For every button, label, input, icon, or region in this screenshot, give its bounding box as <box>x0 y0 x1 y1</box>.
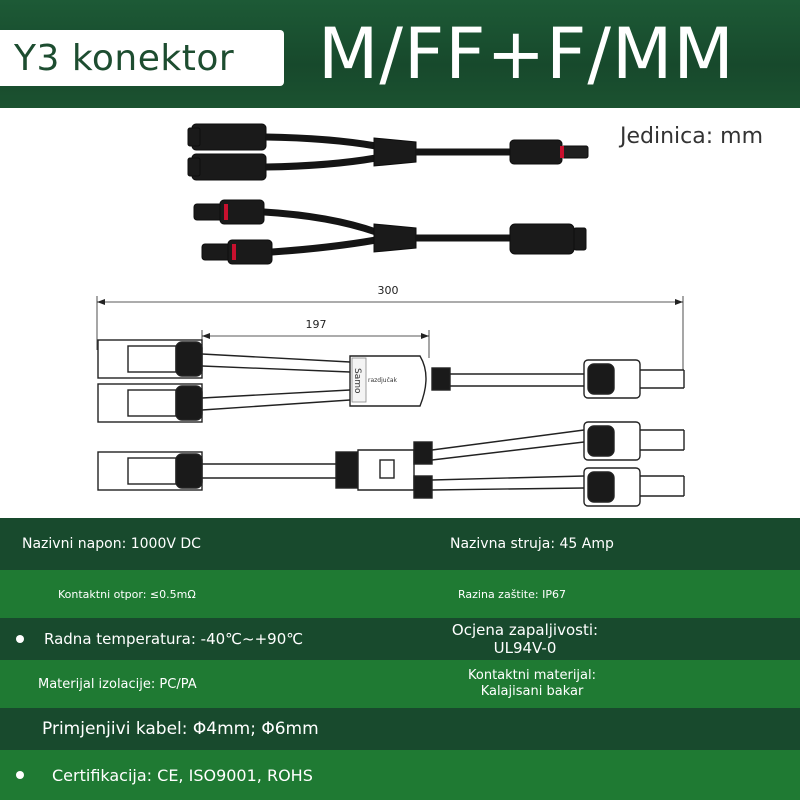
y-cable-bottom <box>193 199 587 265</box>
product-photo <box>187 123 589 265</box>
spec-applicable-cable: Primjenjivi kabel: Φ4mm; Φ6mm <box>42 719 319 739</box>
spec-row: Nazivni napon: 1000V DC Nazivna struja: … <box>0 518 800 570</box>
product-model-title: M/FF+F/MM <box>318 13 735 95</box>
spec-table: Nazivni napon: 1000V DC Nazivna struja: … <box>0 518 800 800</box>
spec-flammability-value: UL94V-0 <box>493 639 557 657</box>
dimension-inner: 197 <box>306 318 327 331</box>
y-cable-top <box>187 123 589 181</box>
spec-rated-voltage: Nazivni napon: 1000V DC <box>22 536 201 552</box>
product-section: Jedinica: mm <box>0 108 800 518</box>
drawing-top-assembly <box>97 339 685 423</box>
spec-contact-material-value: Kalajisani bakar <box>480 684 584 699</box>
unit-label: Jedinica: mm <box>620 124 763 149</box>
spec-contact-material: Kontaktni materijal: Kalajisani bakar <box>450 660 614 708</box>
product-type-label: Y3 konektor <box>0 30 284 86</box>
dimension-overall: 300 <box>378 284 399 297</box>
spec-certification: Certifikacija: CE, ISO9001, ROHS <box>52 765 313 785</box>
spec-contact-resistance: Kontaktni otpor: ≤0.5mΩ <box>58 587 196 601</box>
spec-row: Kontaktni otpor: ≤0.5mΩ Razina zaštite: … <box>0 570 800 618</box>
spec-row: Materijal izolacije: PC/PA Kontaktni mat… <box>0 660 800 708</box>
spec-operating-temperature: Radna temperatura: -40℃~+90℃ <box>44 630 304 648</box>
spec-flammability-label: Ocjena zapaljivosti: <box>451 621 599 639</box>
spec-insulation-material: Materijal izolacije: PC/PA <box>38 676 197 692</box>
spec-row: Certifikacija: CE, ISO9001, ROHS <box>0 750 800 800</box>
bullet-icon <box>16 771 24 779</box>
header-banner: Y3 konektor M/FF+F/MM <box>0 0 800 108</box>
spec-contact-material-label: Kontaktni materijal: <box>468 668 596 684</box>
drawing-part-text: razdjučak <box>368 377 398 384</box>
spec-flammability: Ocjena zapaljivosti: UL94V-0 <box>440 618 610 660</box>
technical-drawing: 300 197 Samo razdjučak <box>96 284 685 507</box>
spec-rated-current: Nazivna struja: 45 Amp <box>450 536 614 552</box>
spec-protection-rating: Razina zaštite: IP67 <box>458 587 566 601</box>
spec-row: Primjenjivi kabel: Φ4mm; Φ6mm <box>0 708 800 750</box>
drawing-brand-text: Samo <box>352 368 362 394</box>
bullet-icon <box>16 635 24 643</box>
drawing-bottom-assembly <box>97 421 685 507</box>
spec-row: Radna temperatura: -40℃~+90℃ Ocjena zapa… <box>0 618 800 660</box>
